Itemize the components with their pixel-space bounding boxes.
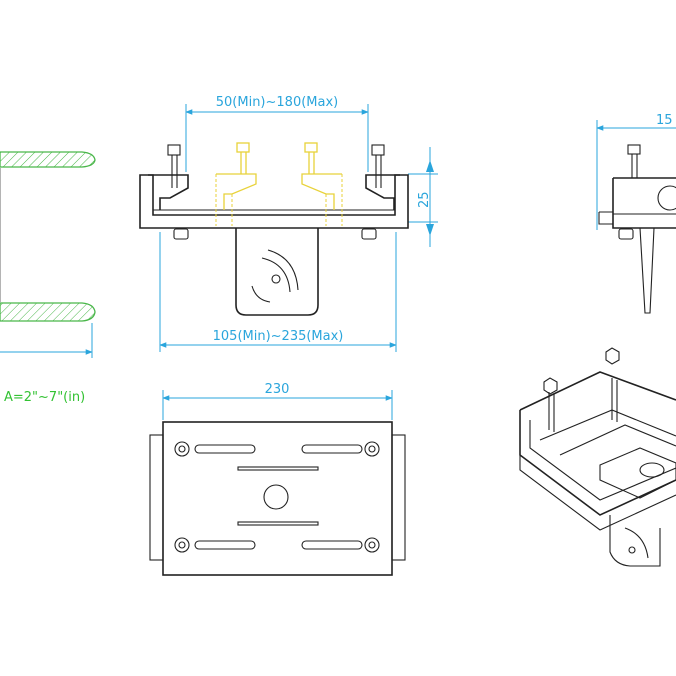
- plan-center-hole: [263, 484, 289, 510]
- bottom-span-label: 105(Min)~235(Max): [213, 329, 344, 344]
- iso-bolt-left: [548, 392, 555, 432]
- side-body-outline: [612, 177, 676, 229]
- right-nut: [361, 228, 377, 240]
- plan-lower-slots: [174, 537, 380, 553]
- plan-right-flange: [391, 434, 406, 561]
- clamp-min-position: [215, 142, 343, 226]
- front-hanging-tab: [235, 228, 319, 316]
- height-label: 25: [417, 191, 432, 208]
- iso-bolt-head-right: [605, 347, 620, 365]
- side-hanging-tab: [639, 227, 655, 314]
- width-label: 230: [265, 382, 290, 397]
- iso-center-block: [599, 447, 676, 499]
- side-hole: [657, 185, 676, 211]
- plan-upper-bar: [237, 466, 319, 471]
- plan-lower-bar: [237, 521, 319, 526]
- side-nut: [618, 228, 634, 240]
- iso-tab-slot: [624, 527, 649, 559]
- left-jaw: [148, 174, 189, 210]
- top-span-label: 50(Min)~180(Max): [216, 95, 338, 110]
- tab-arc-slot-inner: [261, 257, 291, 293]
- iso-inner-plate: [559, 424, 676, 456]
- plan-left-flange: [149, 434, 164, 561]
- height-arrow-top: [426, 160, 434, 172]
- left-nut: [173, 228, 189, 240]
- iso-bolt-right: [611, 378, 618, 422]
- side-bolt-head: [627, 144, 641, 155]
- isometric-view: [519, 347, 676, 567]
- iso-plate-edge: [539, 409, 676, 441]
- iso-center-hole: [639, 462, 665, 478]
- iso-top-edge: [519, 371, 676, 411]
- pipe-range-label: A=2"~7"(in): [4, 390, 85, 405]
- iso-tab-hole: [628, 546, 636, 554]
- iso-inner-wall: [529, 420, 676, 501]
- tab-arc-slot-outer: [267, 249, 299, 291]
- iso-base-lip: [519, 455, 676, 531]
- front-view: 50(Min)~180(Max) 25: [139, 95, 438, 352]
- iso-bolt-head-left: [543, 377, 558, 395]
- side-view: 15: [596, 113, 676, 314]
- tab-arc-slot-lower: [251, 285, 271, 303]
- iso-hanging-tab: [609, 515, 661, 567]
- pipe-lower-flange: [0, 302, 96, 322]
- plan-upper-slots: [174, 441, 380, 457]
- height-arrow-bottom: [426, 224, 434, 236]
- left-bolt-head: [167, 144, 181, 156]
- side-lip: [598, 211, 613, 225]
- front-channel-outline: [139, 174, 409, 229]
- pipe-upper-flange: [0, 151, 96, 168]
- right-bolt-head: [371, 144, 385, 156]
- right-jaw: [365, 174, 400, 210]
- pipe-section-view: A=2"~7"(in): [0, 151, 96, 405]
- side-dimension-label: 15: [656, 113, 673, 128]
- plan-view: 230: [149, 382, 406, 576]
- tab-pivot-hole: [271, 274, 281, 284]
